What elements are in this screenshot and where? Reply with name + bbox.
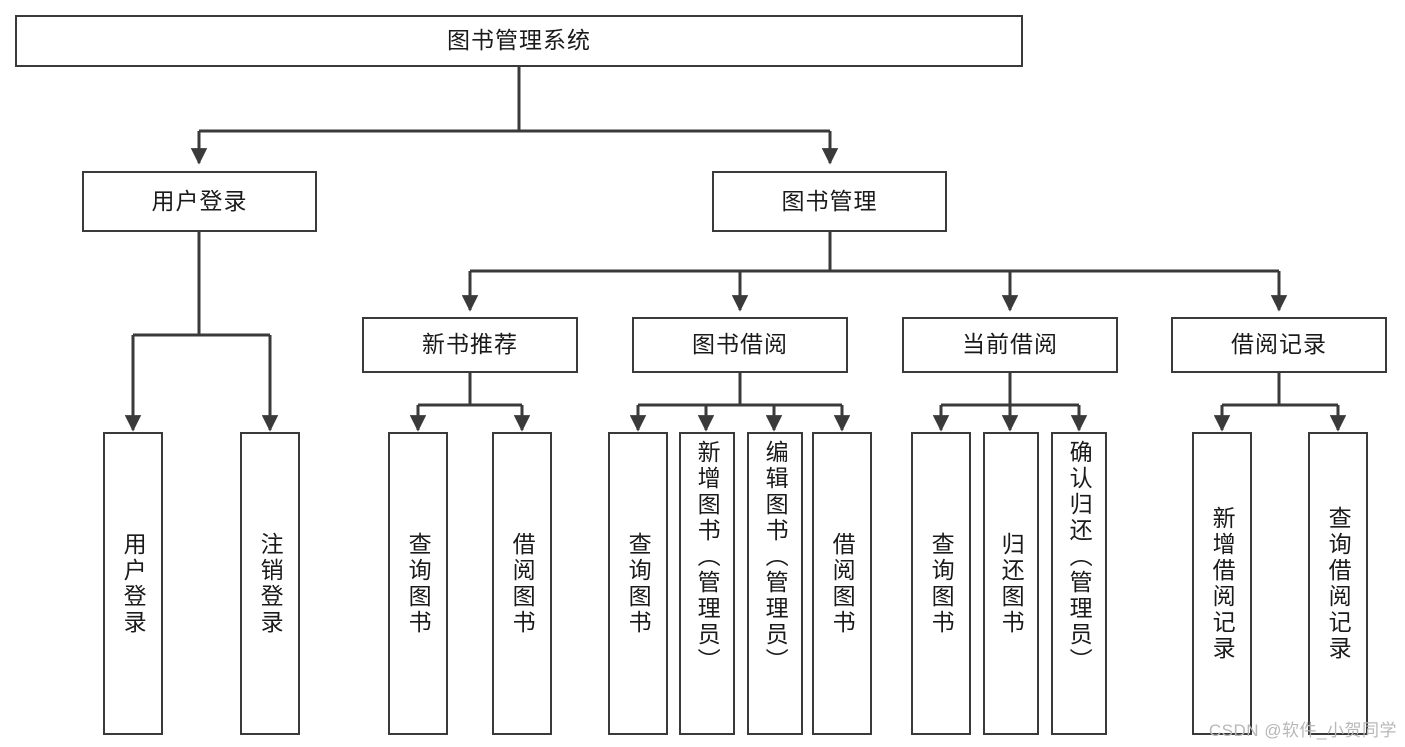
leaf-borrow-book[interactable]: 借阅图书 bbox=[812, 432, 872, 735]
node-label: 编辑图书（管理员） bbox=[762, 440, 789, 674]
node-label: 查询图书 bbox=[928, 531, 955, 636]
leaf-query-book-current[interactable]: 查询图书 bbox=[911, 432, 971, 735]
node-label: 新增图书（管理员） bbox=[694, 440, 721, 674]
leaf-logout[interactable]: 注销登录 bbox=[240, 432, 300, 735]
node-label: 图书管理系统 bbox=[447, 27, 591, 54]
leaf-edit-book-admin[interactable]: 编辑图书（管理员） bbox=[747, 432, 803, 735]
node-label: 用户登录 bbox=[151, 187, 248, 214]
node-label: 图书借阅 bbox=[692, 331, 788, 358]
node-label: 查询借阅记录 bbox=[1325, 505, 1352, 662]
node-label: 查询图书 bbox=[405, 531, 432, 636]
leaf-add-book-admin[interactable]: 新增图书（管理员） bbox=[679, 432, 735, 735]
node-label: 归还图书 bbox=[998, 531, 1025, 636]
node-label: 当前借阅 bbox=[962, 331, 1058, 358]
node-label: 新增借阅记录 bbox=[1209, 505, 1236, 662]
watermark: CSDN @软件_小贺同学 bbox=[1208, 721, 1397, 740]
leaf-query-borrow-record[interactable]: 查询借阅记录 bbox=[1308, 432, 1368, 735]
node-label: 查询图书 bbox=[625, 531, 652, 636]
leaf-add-borrow-record[interactable]: 新增借阅记录 bbox=[1192, 432, 1252, 735]
node-book-management[interactable]: 图书管理 bbox=[712, 171, 947, 232]
node-new-book-recommendation[interactable]: 新书推荐 bbox=[362, 317, 578, 373]
node-label: 借阅图书 bbox=[829, 531, 856, 636]
node-label: 确认归还（管理员） bbox=[1066, 440, 1093, 674]
node-root-book-management-system[interactable]: 图书管理系统 bbox=[15, 15, 1023, 67]
node-label: 借阅记录 bbox=[1231, 331, 1327, 358]
node-user-login[interactable]: 用户登录 bbox=[82, 171, 317, 232]
node-label: 图书管理 bbox=[781, 187, 878, 214]
node-borrow-record[interactable]: 借阅记录 bbox=[1171, 317, 1387, 373]
leaf-confirm-return-admin[interactable]: 确认归还（管理员） bbox=[1051, 432, 1107, 735]
leaf-borrow-book-recommend[interactable]: 借阅图书 bbox=[492, 432, 552, 735]
node-label: 用户登录 bbox=[120, 531, 147, 636]
node-label: 注销登录 bbox=[257, 531, 284, 636]
node-current-borrow[interactable]: 当前借阅 bbox=[902, 317, 1118, 373]
node-label: 借阅图书 bbox=[509, 531, 536, 636]
leaf-return-book[interactable]: 归还图书 bbox=[983, 432, 1039, 735]
node-label: 新书推荐 bbox=[422, 331, 518, 358]
leaf-query-book-borrow[interactable]: 查询图书 bbox=[608, 432, 668, 735]
leaf-query-book-recommend[interactable]: 查询图书 bbox=[388, 432, 448, 735]
node-book-borrow[interactable]: 图书借阅 bbox=[632, 317, 848, 373]
leaf-user-login[interactable]: 用户登录 bbox=[103, 432, 163, 735]
